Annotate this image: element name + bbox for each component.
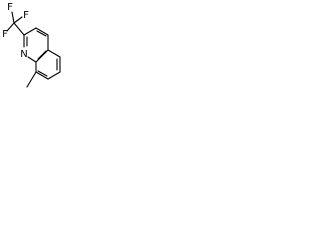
bond-c7-c8 [35,71,49,80]
bond-c2-c3 [23,27,37,36]
benzene-ring-bonds [35,49,61,80]
atom-label-fluorine-top: F [7,2,13,13]
bond-methyl [26,71,37,88]
atom-label-nitrogen: N [20,49,27,60]
bond-cf3-ring [13,22,25,36]
bond-c8a-c4a [35,49,49,63]
pyridine-ring-bonds [23,27,49,63]
bond-c4a-c5 [47,49,61,58]
trifluoromethyl-bonds [6,11,25,36]
bond-c7-c8-inner [37,70,48,77]
molecule-structure: F F F N [2,2,61,88]
bond-cf3-f3 [13,16,23,24]
atom-label-fluorine-left: F [2,29,8,40]
bond-c8a-c4a-inner [37,50,47,60]
atom-label-fluorine-right: F [23,10,29,21]
bond-c6-c7 [47,71,61,80]
bond-cf3-f1 [11,11,15,24]
bond-n1-c8a [27,56,37,63]
bond-cf3-f2 [6,22,15,32]
bond-c3-c4 [35,27,49,36]
bond-c3-c4-inner [36,30,47,37]
